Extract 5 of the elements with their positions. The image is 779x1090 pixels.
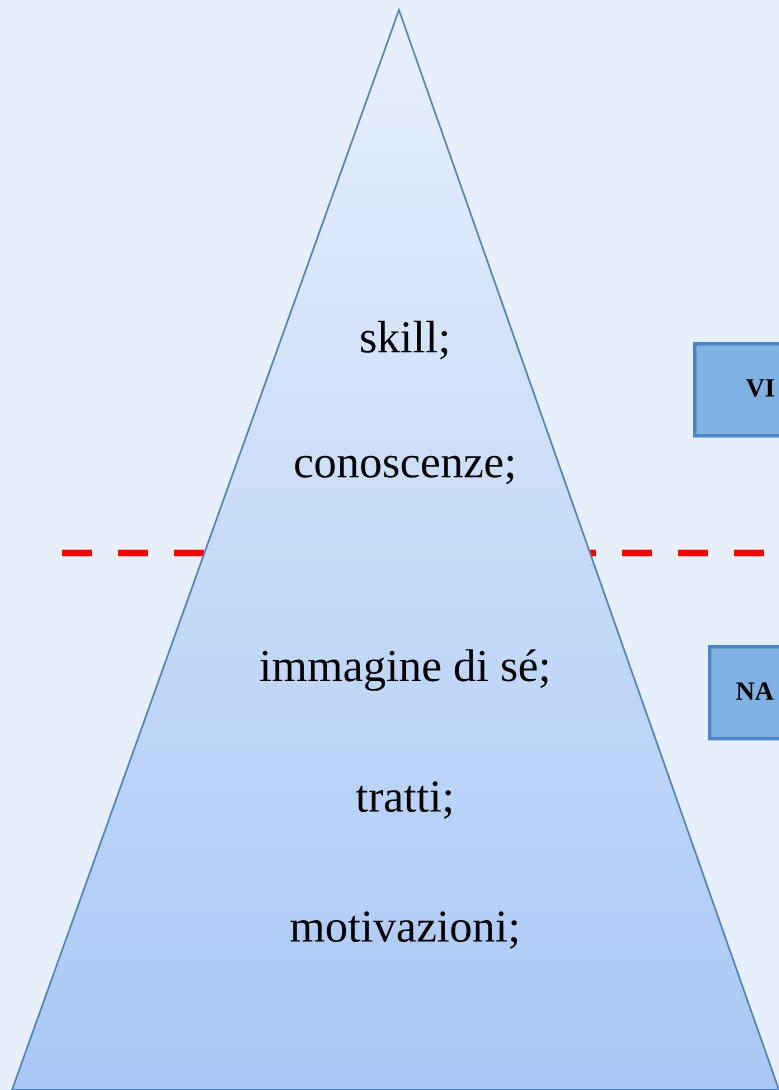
pyramid-label: motivazioni; <box>290 911 518 949</box>
pyramid-label: conoscenze; <box>295 455 514 485</box>
pyramid-label: tratti; <box>355 781 451 819</box>
pyramid-label: immagine di sé; <box>260 649 548 691</box>
pyramid-label: skill; <box>361 320 448 360</box>
